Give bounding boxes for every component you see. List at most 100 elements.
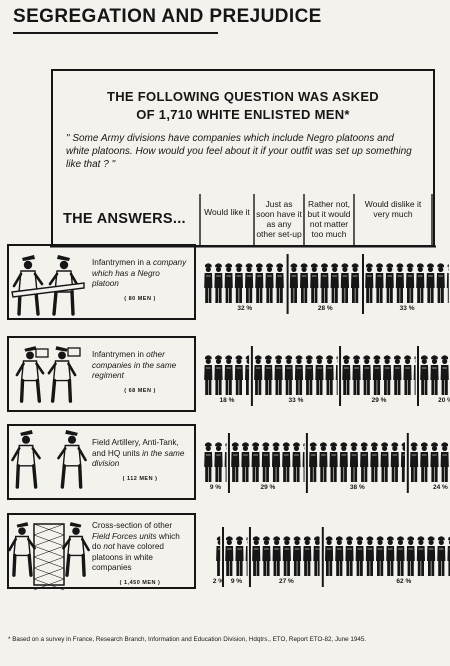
- soldier-icon: [362, 355, 371, 395]
- soldier-icon: [426, 263, 435, 303]
- soldier-icon: [320, 263, 329, 303]
- answers-title: THE ANSWERS...: [63, 211, 186, 227]
- percent-label: 9 %: [210, 484, 221, 491]
- group-label-part: Field Forces units: [92, 531, 157, 541]
- group-label-part: Cross-section of other: [92, 521, 173, 530]
- soldier-icon: [284, 355, 293, 395]
- soldier-icon: [370, 442, 379, 482]
- soldier-icon: [376, 536, 385, 576]
- soldier-icon: [319, 442, 328, 482]
- soldier-icon: [289, 263, 298, 303]
- soldier-icon: [335, 536, 344, 576]
- percent-label: 9 %: [231, 578, 242, 585]
- soldier-icon: [252, 536, 261, 576]
- soldier-icon: [330, 263, 339, 303]
- soldier-illustration-icon: [48, 255, 80, 316]
- fence-icon: [33, 523, 65, 591]
- question-text: " Some Army divisions have companies whi…: [66, 133, 412, 170]
- soldier-icon: [241, 442, 250, 482]
- soldier-illustration-icon: [47, 346, 77, 403]
- group-count: ( 68 MEN ): [124, 387, 156, 394]
- soldier-icon: [420, 442, 429, 482]
- percent-label: 27 %: [279, 578, 294, 585]
- soldier-icon: [302, 443, 305, 482]
- column-header-2: Just as soon have it as any other set-up: [256, 199, 302, 239]
- soldier-icon: [282, 536, 291, 576]
- soldier-icon: [231, 442, 240, 482]
- soldier-icon: [403, 355, 412, 395]
- soldier-illustration-icon: [11, 430, 41, 489]
- column-header-4: Would dislike it very much: [364, 199, 422, 219]
- soldier-icon: [315, 355, 324, 395]
- soldier-icon: [440, 442, 449, 482]
- soldier-icon: [235, 536, 244, 576]
- soldier-icon: [427, 536, 436, 576]
- title-underline: [13, 32, 218, 34]
- soldier-icon: [325, 355, 334, 395]
- group-label-part: Field Artillery, Anti-Tank, and HQ units: [92, 438, 179, 458]
- soldier-icon: [383, 355, 392, 395]
- group-label: Cross-section of other Field Forces unit…: [92, 521, 188, 588]
- soldier-icon: [294, 355, 304, 395]
- group-label-part: which do: [92, 531, 180, 552]
- group-label-part: have colored platoons in white companies: [92, 542, 164, 572]
- soldier-icon: [271, 442, 281, 482]
- soldier-icon: [282, 442, 291, 482]
- soldier-icon: [251, 442, 260, 482]
- soldier-icon: [375, 263, 384, 303]
- soldier-icon: [436, 263, 445, 303]
- soldier-icon: [254, 355, 263, 395]
- percent-label: 38 %: [350, 484, 365, 491]
- soldier-icon: [437, 536, 446, 576]
- page-title: SEGREGATION AND PREJUDICE: [13, 6, 322, 27]
- group-label: Infantrymen in other companies in the sa…: [92, 350, 188, 396]
- soldier-icon: [342, 355, 351, 395]
- soldier-icon: [303, 536, 312, 576]
- group-count: ( 1,450 MEN ): [119, 579, 161, 586]
- column-header-1: Would like it: [204, 207, 250, 217]
- soldier-icon: [393, 355, 402, 395]
- soldier-icon: [372, 355, 382, 395]
- soldier-icon: [292, 536, 302, 576]
- soldier-icon: [216, 536, 221, 576]
- soldier-icon: [272, 536, 281, 576]
- question-heading-line2: OF 1,710 WHITE ENLISTED MEN*: [136, 107, 350, 122]
- soldier-icon: [395, 263, 404, 303]
- soldier-icon: [224, 355, 233, 395]
- soldier-icon: [300, 263, 309, 303]
- soldier-icon: [339, 442, 348, 482]
- soldier-icon: [351, 263, 360, 303]
- soldier-illustration-icon: [12, 255, 44, 316]
- soldier-icon: [416, 536, 425, 576]
- soldier-icon: [214, 442, 223, 482]
- soldier-icon: [264, 355, 273, 395]
- soldier-icon: [261, 442, 270, 482]
- group-label-part: not: [103, 542, 115, 551]
- crate-icon: [67, 347, 81, 357]
- soldier-icon: [255, 263, 264, 303]
- group-label: Infantrymen in a company which has a Neg…: [92, 258, 188, 304]
- soldier-icon: [400, 442, 406, 482]
- percent-label: 28 %: [318, 305, 333, 312]
- soldier-icon: [262, 536, 271, 576]
- soldier-icon: [390, 442, 399, 482]
- soldier-icon: [214, 263, 223, 303]
- group-label-part: in the same division: [92, 448, 185, 469]
- respondent-group-3: [7, 424, 196, 500]
- soldier-icon: [413, 356, 416, 395]
- soldier-icon: [420, 355, 429, 395]
- soldier-icon: [234, 263, 243, 303]
- soldier-icon: [416, 263, 425, 303]
- soldier-icon: [204, 442, 213, 482]
- soldier-icon: [309, 442, 318, 482]
- soldier-icon: [349, 442, 359, 482]
- soldier-icon: [204, 263, 213, 303]
- log-icon: [11, 282, 85, 298]
- soldier-icon: [340, 263, 349, 303]
- group-label-part: company which has a Negro platoon: [92, 258, 187, 288]
- crate-icon: [35, 348, 49, 358]
- soldier-icon: [430, 442, 439, 482]
- percent-label: 29 %: [372, 397, 387, 404]
- percent-label: 2 %: [213, 578, 224, 585]
